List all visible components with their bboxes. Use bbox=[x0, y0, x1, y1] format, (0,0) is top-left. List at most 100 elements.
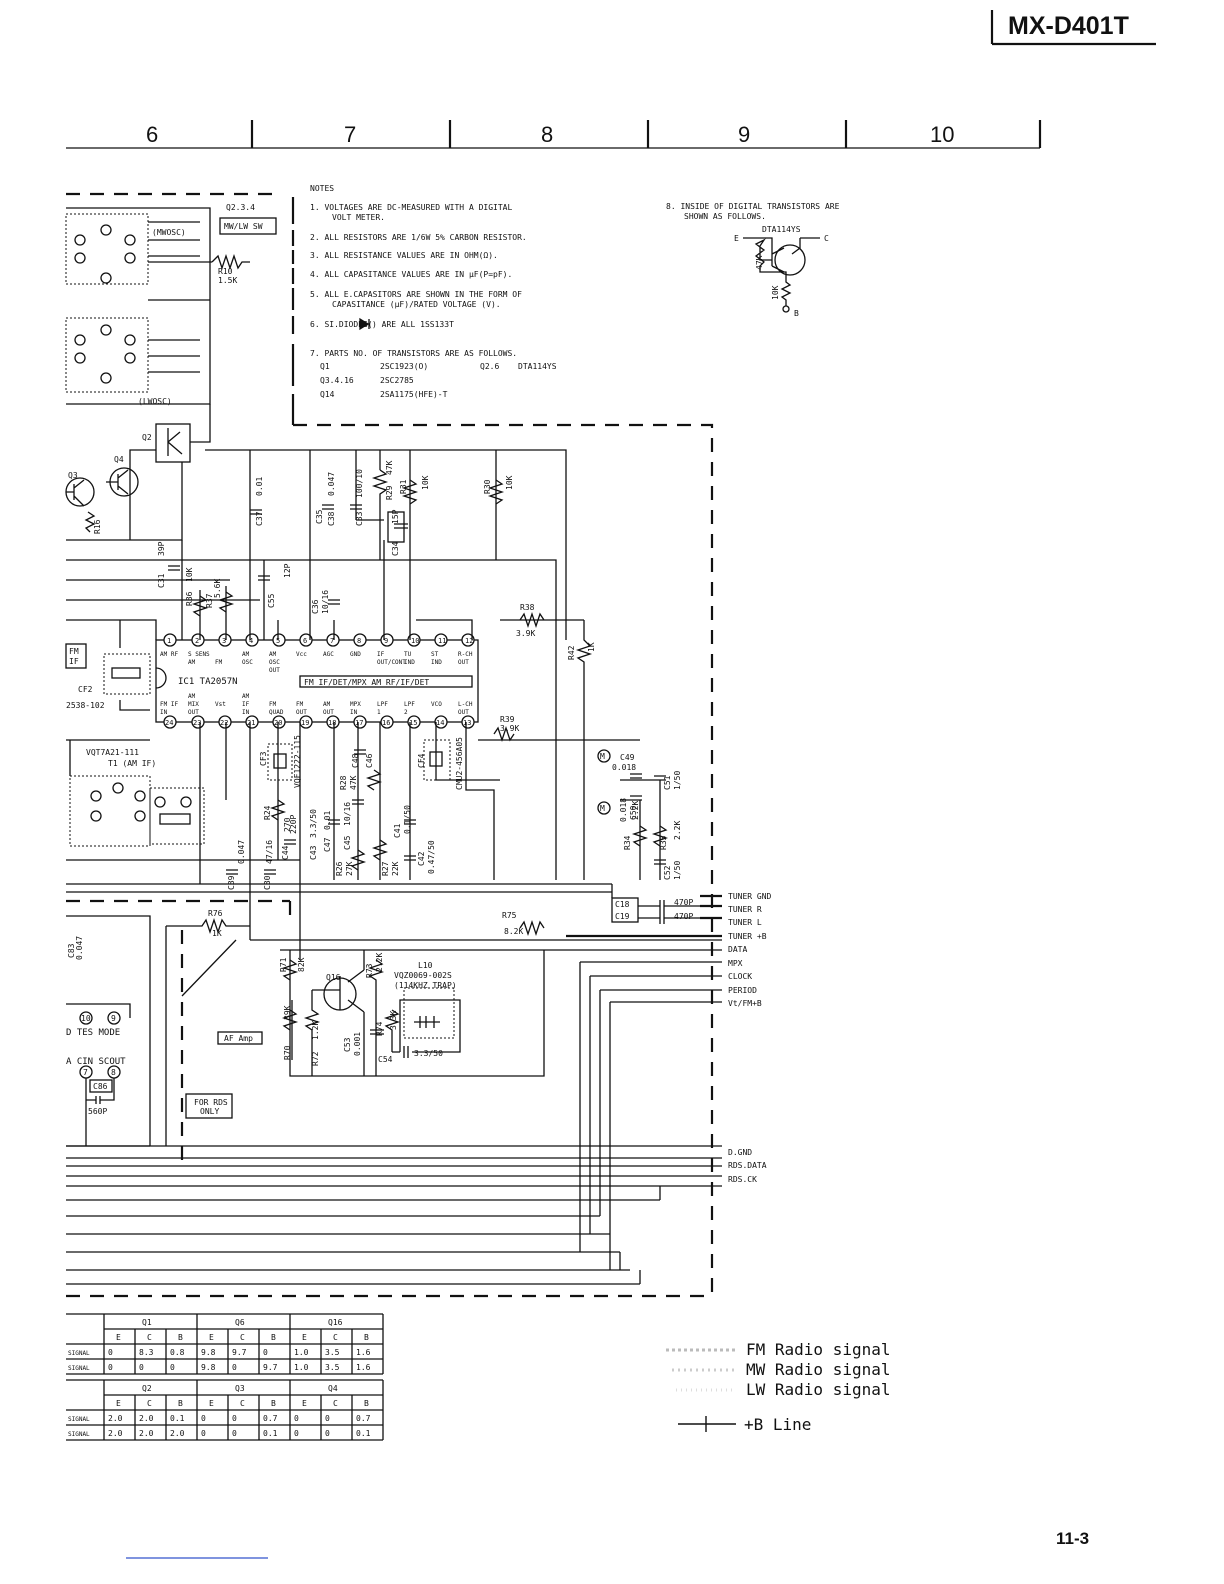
label-c51v: 1/50 bbox=[673, 771, 682, 790]
ic-pin-label: MIX bbox=[188, 701, 199, 708]
model-title: MX-D401T bbox=[1008, 12, 1129, 40]
label-r38v: 3.9K bbox=[516, 629, 535, 638]
ic-pin bbox=[272, 633, 286, 647]
ic-pin-label: 2 bbox=[404, 709, 408, 716]
table-cell: 0 bbox=[294, 1414, 299, 1423]
table-cell: 0 bbox=[294, 1429, 299, 1438]
digital-transistor-symbol bbox=[743, 237, 820, 313]
label-r10: R10 bbox=[218, 267, 233, 276]
table-cell: 9.7 bbox=[263, 1363, 278, 1372]
label-c50v: 0.018 bbox=[619, 798, 628, 822]
table-group-header: Q4 bbox=[328, 1384, 338, 1393]
label-c18v: 470P bbox=[674, 898, 693, 907]
label-r38: R38 bbox=[520, 603, 535, 612]
label-cinscout: A CIN SCOUT bbox=[66, 1057, 126, 1067]
rds-terminal-label: RDS.DATA bbox=[728, 1161, 767, 1170]
label-p10: 10 bbox=[81, 1014, 91, 1023]
dig-tr-r1: 47K bbox=[755, 255, 764, 270]
label-q4: Q4 bbox=[114, 455, 124, 464]
label-c37: C37 bbox=[255, 511, 264, 526]
ic-pin-label: AM bbox=[242, 693, 250, 700]
table-cell: 2.0 bbox=[108, 1414, 123, 1423]
ic-pin-label: S SENS bbox=[188, 651, 210, 658]
table-group-header: Q3 bbox=[235, 1384, 245, 1393]
tr-cell: 2SC2785 bbox=[380, 376, 414, 385]
label-c44v: 220P bbox=[289, 815, 298, 834]
label-c54v: 3.3/50 bbox=[414, 1049, 443, 1058]
label-c86v: 560P bbox=[88, 1107, 107, 1116]
fm-if-section: FM IF CF2 2538-102 VQT7A21-111 T1 (AM IF… bbox=[65, 559, 612, 893]
label-t1b: T1 (AM IF) bbox=[108, 759, 156, 768]
label-c39: C39 bbox=[227, 875, 236, 890]
label-c37v: 0.01 bbox=[255, 477, 264, 496]
table-col-header: E bbox=[302, 1333, 307, 1342]
label-c33v: 100/10 bbox=[355, 469, 364, 498]
table-col-header: C bbox=[147, 1333, 152, 1342]
note-line: VOLT METER. bbox=[332, 213, 385, 222]
terminal-label: PERIOD bbox=[728, 986, 757, 995]
label-c51: C51 bbox=[663, 775, 672, 790]
ic-pin-label: VCO bbox=[431, 701, 442, 708]
table-cell: 0 bbox=[108, 1363, 113, 1372]
column-label: 8 bbox=[541, 122, 553, 147]
table-cell: 2.0 bbox=[170, 1429, 185, 1438]
column-label: 10 bbox=[930, 122, 954, 147]
ic-pin-number: 3 bbox=[222, 637, 226, 645]
label-tesmode: D TES MODE bbox=[66, 1028, 120, 1038]
ic-pin-label: TU bbox=[404, 651, 412, 658]
ic-pin-label: IN bbox=[242, 709, 250, 716]
label-r36: R36 bbox=[185, 591, 194, 606]
label-l10: L10 bbox=[418, 961, 433, 970]
ic-pin-number: 6 bbox=[303, 637, 307, 645]
ic-pin-number: 22 bbox=[220, 719, 228, 727]
legend-label: +B Line bbox=[744, 1415, 811, 1434]
ic-pin bbox=[163, 715, 177, 729]
ic-pin bbox=[299, 633, 313, 647]
label-c50: C50 bbox=[629, 805, 638, 820]
table-cell: 2.0 bbox=[139, 1429, 154, 1438]
label-r73: R73 bbox=[365, 963, 374, 978]
label-mwosc: (MWOSC) bbox=[152, 228, 186, 237]
table-cell: 1.0 bbox=[294, 1348, 309, 1357]
note-line: 7. PARTS NO. OF TRANSISTORS ARE AS FOLLO… bbox=[310, 349, 517, 358]
label-c33: C33 bbox=[355, 511, 364, 526]
label-afamp: AF Amp bbox=[224, 1034, 253, 1043]
table-group-header: Q6 bbox=[235, 1318, 245, 1327]
label-r34: R34 bbox=[623, 835, 632, 850]
label-fmif: FM bbox=[69, 647, 79, 656]
label-r31: R31 bbox=[399, 479, 408, 494]
ic-pin-number: 13 bbox=[463, 719, 471, 727]
label-c36: C36 bbox=[311, 599, 320, 614]
terminal-section: C18 C19 470P 470P R75 8.2K TUNER GND TUN… bbox=[66, 884, 772, 1285]
label-c43: C43 bbox=[309, 845, 318, 860]
table-cell: 0 bbox=[232, 1363, 237, 1372]
label-cf3p: VQF1222-115 bbox=[293, 735, 302, 788]
table-col-header: B bbox=[271, 1399, 276, 1408]
table-group-header: Q2 bbox=[142, 1384, 152, 1393]
table-cell: 8.3 bbox=[139, 1348, 154, 1357]
table-cell: 0 bbox=[232, 1414, 237, 1423]
ic-pin-label: IF bbox=[242, 701, 250, 708]
table-col-header: E bbox=[209, 1399, 214, 1408]
label-r75v: 8.2K bbox=[504, 927, 523, 936]
tr-cell: DTA114YS bbox=[518, 362, 557, 371]
top-components: C37 0.01 C38 0.047 C33 100/10 R29 47K R3… bbox=[157, 449, 640, 880]
ic-pin-number: 24 bbox=[165, 719, 173, 727]
ic-pin-label: Vcc bbox=[296, 651, 307, 658]
ic-pin bbox=[272, 715, 286, 729]
dig-tr-name: DTA114YS bbox=[762, 225, 801, 234]
label-c19: C19 bbox=[615, 912, 630, 921]
dig-tr-r2: 10K bbox=[771, 285, 780, 300]
table-cell: 9.7 bbox=[232, 1348, 247, 1357]
label-c30v: 47/16 bbox=[265, 840, 274, 864]
table-cell: 0 bbox=[201, 1429, 206, 1438]
ic-pin-label: Vst bbox=[215, 701, 226, 708]
label-c86: C86 bbox=[93, 1082, 108, 1091]
label-c31v: 39P bbox=[157, 541, 166, 556]
label-c39v: 0.047 bbox=[237, 840, 246, 864]
ic-pin bbox=[326, 633, 340, 647]
ic-pin-number: 7 bbox=[330, 637, 334, 645]
label-cf2p: 2538-102 bbox=[66, 701, 105, 710]
table-col-header: B bbox=[178, 1333, 183, 1342]
